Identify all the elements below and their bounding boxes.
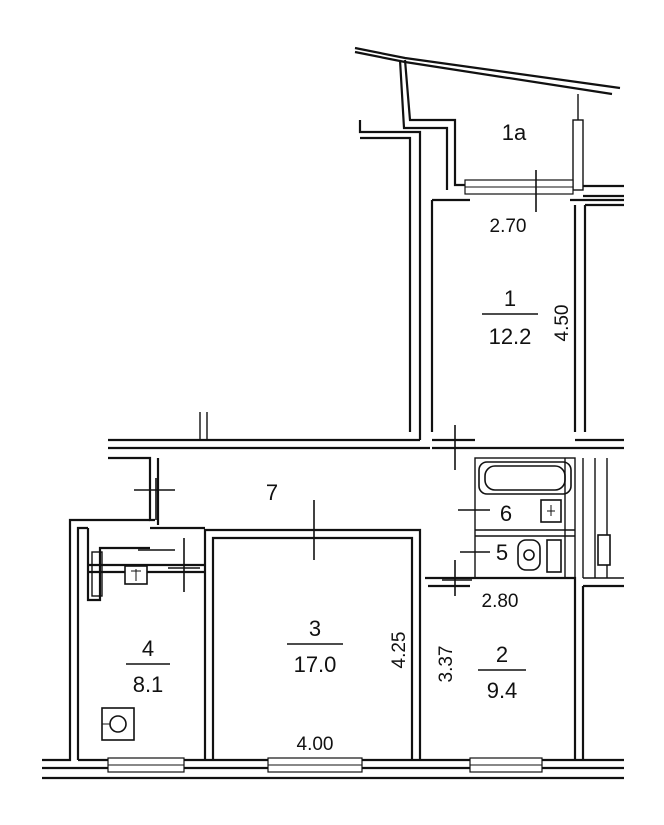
bath-block [474, 457, 624, 579]
room-2-walls [425, 576, 624, 760]
room-1-walls [358, 120, 624, 440]
room-1-area: 12.2 [489, 324, 532, 349]
room-1a-label: 1a [502, 120, 527, 145]
room-3-width-dim: 4.00 [297, 734, 334, 755]
room-4-walls [42, 518, 205, 762]
room-3-area: 17.0 [294, 652, 337, 677]
room-1-width-dim: 2.70 [490, 216, 527, 237]
exterior-wall [42, 179, 624, 780]
door-marks [134, 170, 537, 596]
room-2-width-dim: 2.80 [482, 591, 519, 612]
room-4-area: 8.1 [133, 672, 164, 697]
room-2-number: 2 [496, 642, 508, 667]
room-4-number: 4 [142, 636, 154, 661]
room-1-number: 1 [504, 286, 516, 311]
corridor-walls [108, 412, 624, 530]
room-7-label: 7 [266, 480, 278, 505]
room-6-label: 6 [500, 501, 512, 526]
room-1-length-dim: 4.50 [552, 305, 573, 342]
room-3-number: 3 [309, 616, 321, 641]
room-3-length-dim: 4.25 [389, 632, 410, 669]
room-2-length-dim: 3.37 [436, 646, 457, 683]
balcony-walls [354, 46, 624, 198]
room-2-area: 9.4 [487, 678, 518, 703]
room-3-walls [203, 528, 422, 760]
room-5-label: 5 [496, 540, 508, 565]
